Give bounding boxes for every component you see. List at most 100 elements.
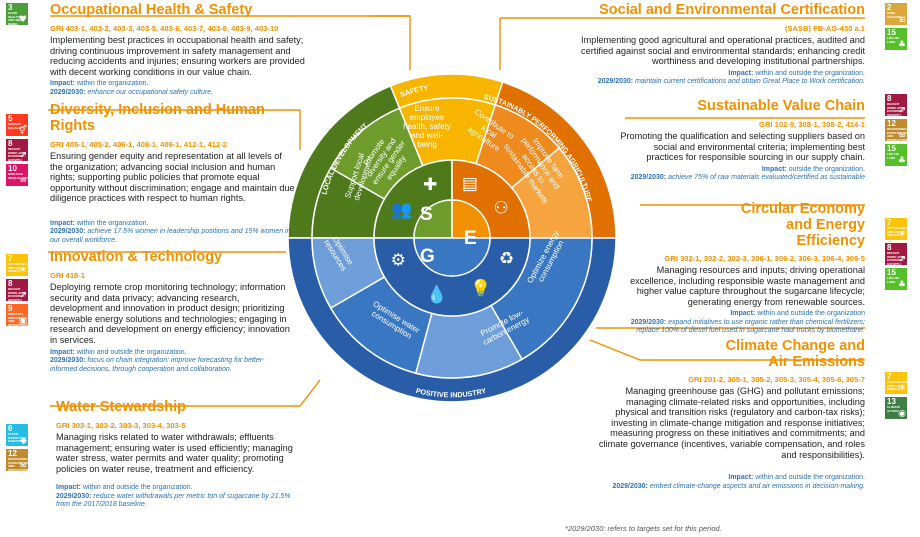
esg-letter-g: G	[420, 246, 435, 267]
panel-description: Ensuring gender equity and representatio…	[50, 151, 295, 204]
sdg-goal-icon: ◉	[898, 409, 906, 419]
sdg-goal-icon: ≋	[898, 15, 906, 25]
sdg-goal-icon: ↗	[898, 106, 906, 116]
sdg-label: ZERO HUNGER	[887, 11, 901, 19]
gri-codes: GRI 303-1, 303-2, 303-3, 303-4, 303-5	[56, 421, 186, 430]
panel-description: Deploying remote crop monitoring technol…	[50, 282, 290, 345]
panel-title: Sustainable Value Chain	[697, 98, 865, 114]
sdg-number: 7	[887, 218, 892, 227]
sdg-label: GOOD HEALTH AND WELL-BEING	[8, 11, 25, 25]
sdg-number: 8	[8, 279, 13, 288]
panel-circular-economy: Circular Economy and Energy Efficiency G…	[610, 201, 865, 336]
sdg-number: 6	[8, 424, 13, 433]
sdg-number: 3	[8, 3, 13, 12]
sdg-number: 12	[8, 449, 17, 458]
lightbulb-icon: 💡	[470, 278, 491, 298]
panel-title: Circular Economy and Energy Efficiency	[740, 201, 865, 249]
sdg-goal-icon: ♥	[18, 15, 27, 25]
gri-codes: (SASB) FB-AG-430 a.1	[784, 24, 865, 33]
sdg-label: GENDER EQUALITY	[8, 122, 24, 130]
impact-line: Impact: within the organization.2029/203…	[50, 80, 214, 96]
sdg-goal-icon: ∞	[898, 131, 907, 141]
panel-description: Managing greenhouse gas (GHG) and pollut…	[598, 386, 865, 460]
sdg-label: DECENT WORK AND ECONOMIC GROWTH	[887, 102, 904, 116]
gri-codes: GRI 302-1, 302-2, 302-3, 306-1, 306-2, 3…	[664, 254, 865, 263]
panel-description: Promoting the qualification and selectin…	[620, 131, 865, 163]
panel-title: Water Stewardship	[56, 399, 186, 415]
sdg-number: 7	[8, 254, 13, 263]
sdg-label: CLEAN WATER AND SANITATION	[8, 432, 26, 443]
panel-description: Managing resources and inputs; driving o…	[630, 265, 865, 307]
sdg-number: 8	[8, 139, 13, 148]
recycle-icon: ♻	[499, 249, 514, 268]
sdg-goal-icon: ↗	[19, 291, 27, 301]
sdg-label: INDUSTRY, INNOVATION AND INFRASTRUCTURE	[8, 312, 28, 326]
sdg-number: 8	[887, 94, 892, 103]
sdg-goal-icon: =	[19, 176, 27, 186]
sdg-number: 8	[887, 243, 892, 252]
panel-occupational-health: Occupational Health & Safety GRI 403-1, …	[50, 2, 315, 97]
panel-diversity: Diversity, Inclusion and Human Rights GR…	[50, 102, 295, 245]
sdg-label: RESPONSIBLE CONSUMPTION AND PRODUCTION	[8, 457, 28, 471]
gri-codes: GRI 403-1, 403-2, 403-3, 403-5, 403-6, 4…	[50, 24, 279, 33]
sdg-number: 2	[887, 3, 892, 12]
impact-line: Impact: within and outside the organizat…	[597, 69, 865, 86]
sdg-label: AFFORDABLE AND CLEAN ENERGY	[887, 226, 907, 237]
panel-description: Managing risks related to water withdraw…	[56, 432, 293, 474]
panel-title: Occupational Health & Safety	[50, 2, 253, 18]
sdg-label: REDUCED INEQUALITIES	[8, 172, 28, 180]
segment-label-safety: Ensure employee health, safety and well-…	[403, 104, 451, 149]
panel-title: Social and Environmental Certification	[599, 2, 865, 18]
impact-line: Impact: within and outside the organizat…	[612, 474, 865, 490]
panel-title: Diversity, Inclusion and Human Rights	[50, 102, 265, 134]
sdg-goal-icon: ♣	[897, 40, 906, 50]
sdg-label: AFFORDABLE AND CLEAN ENERGY	[8, 262, 28, 273]
sdg-goal-icon: ☀	[897, 230, 906, 240]
panel-description: Implementing best practices in occupatio…	[50, 35, 305, 77]
sdg-goal-icon: ⚥	[18, 126, 27, 136]
outer-label-industry: POSITIVE INDUSTRY	[415, 386, 487, 399]
panel-title: Climate Change and Air Emissions	[725, 338, 865, 370]
panel-climate: Climate Change and Air Emissions GRI 201…	[598, 338, 865, 491]
panel-description: Implementing good agricultural and opera…	[581, 35, 865, 67]
panel-innovation: Innovation & Technology GRI 418-1 Deploy…	[50, 249, 290, 374]
gri-codes: GRI 201-2, 305-1, 305-2, 305-3, 305-4, 3…	[688, 375, 865, 384]
sdg-label: DECENT WORK AND ECONOMIC GROWTH	[8, 147, 25, 161]
esg-letter-e: E	[464, 228, 477, 249]
impact-line: Impact: within and outside the organizat…	[56, 484, 291, 509]
wheel-segments: 👥✚▤⚇♻💡💧⚙	[287, 73, 617, 403]
esg-letter-s: S	[420, 204, 433, 225]
sdg-number: 10	[8, 164, 17, 173]
impact-line: Impact: within and outside the organizat…	[50, 348, 265, 373]
sdg-label: LIFE ON LAND	[887, 152, 899, 160]
sdg-label: DECENT WORK AND ECONOMIC GROWTH	[8, 287, 25, 301]
sdg-label: LIFE ON LAND	[887, 276, 899, 284]
impact-line: Impact: within and outside the organizat…	[630, 310, 865, 335]
people-shield-icon: 👥	[391, 200, 412, 219]
panel-social-environmental: Social and Environmental Certification (…	[555, 2, 865, 87]
sdg-number: 15	[887, 144, 896, 153]
sdg-goal-icon: ☀	[897, 384, 906, 394]
gear-icon: ⚙	[391, 251, 406, 270]
document-icon: ▤	[462, 174, 478, 193]
impact-line: Impact: within the organization.2029/203…	[50, 219, 291, 244]
sdg-number: 13	[887, 397, 896, 406]
hierarchy-icon: ⚇	[494, 198, 509, 217]
gri-codes: GRI 418-1	[50, 271, 86, 280]
sdg-label: AFFORDABLE AND CLEAN ENERGY	[887, 380, 907, 391]
health-plus-icon: ✚	[423, 175, 437, 194]
connector-lines	[48, 15, 865, 407]
